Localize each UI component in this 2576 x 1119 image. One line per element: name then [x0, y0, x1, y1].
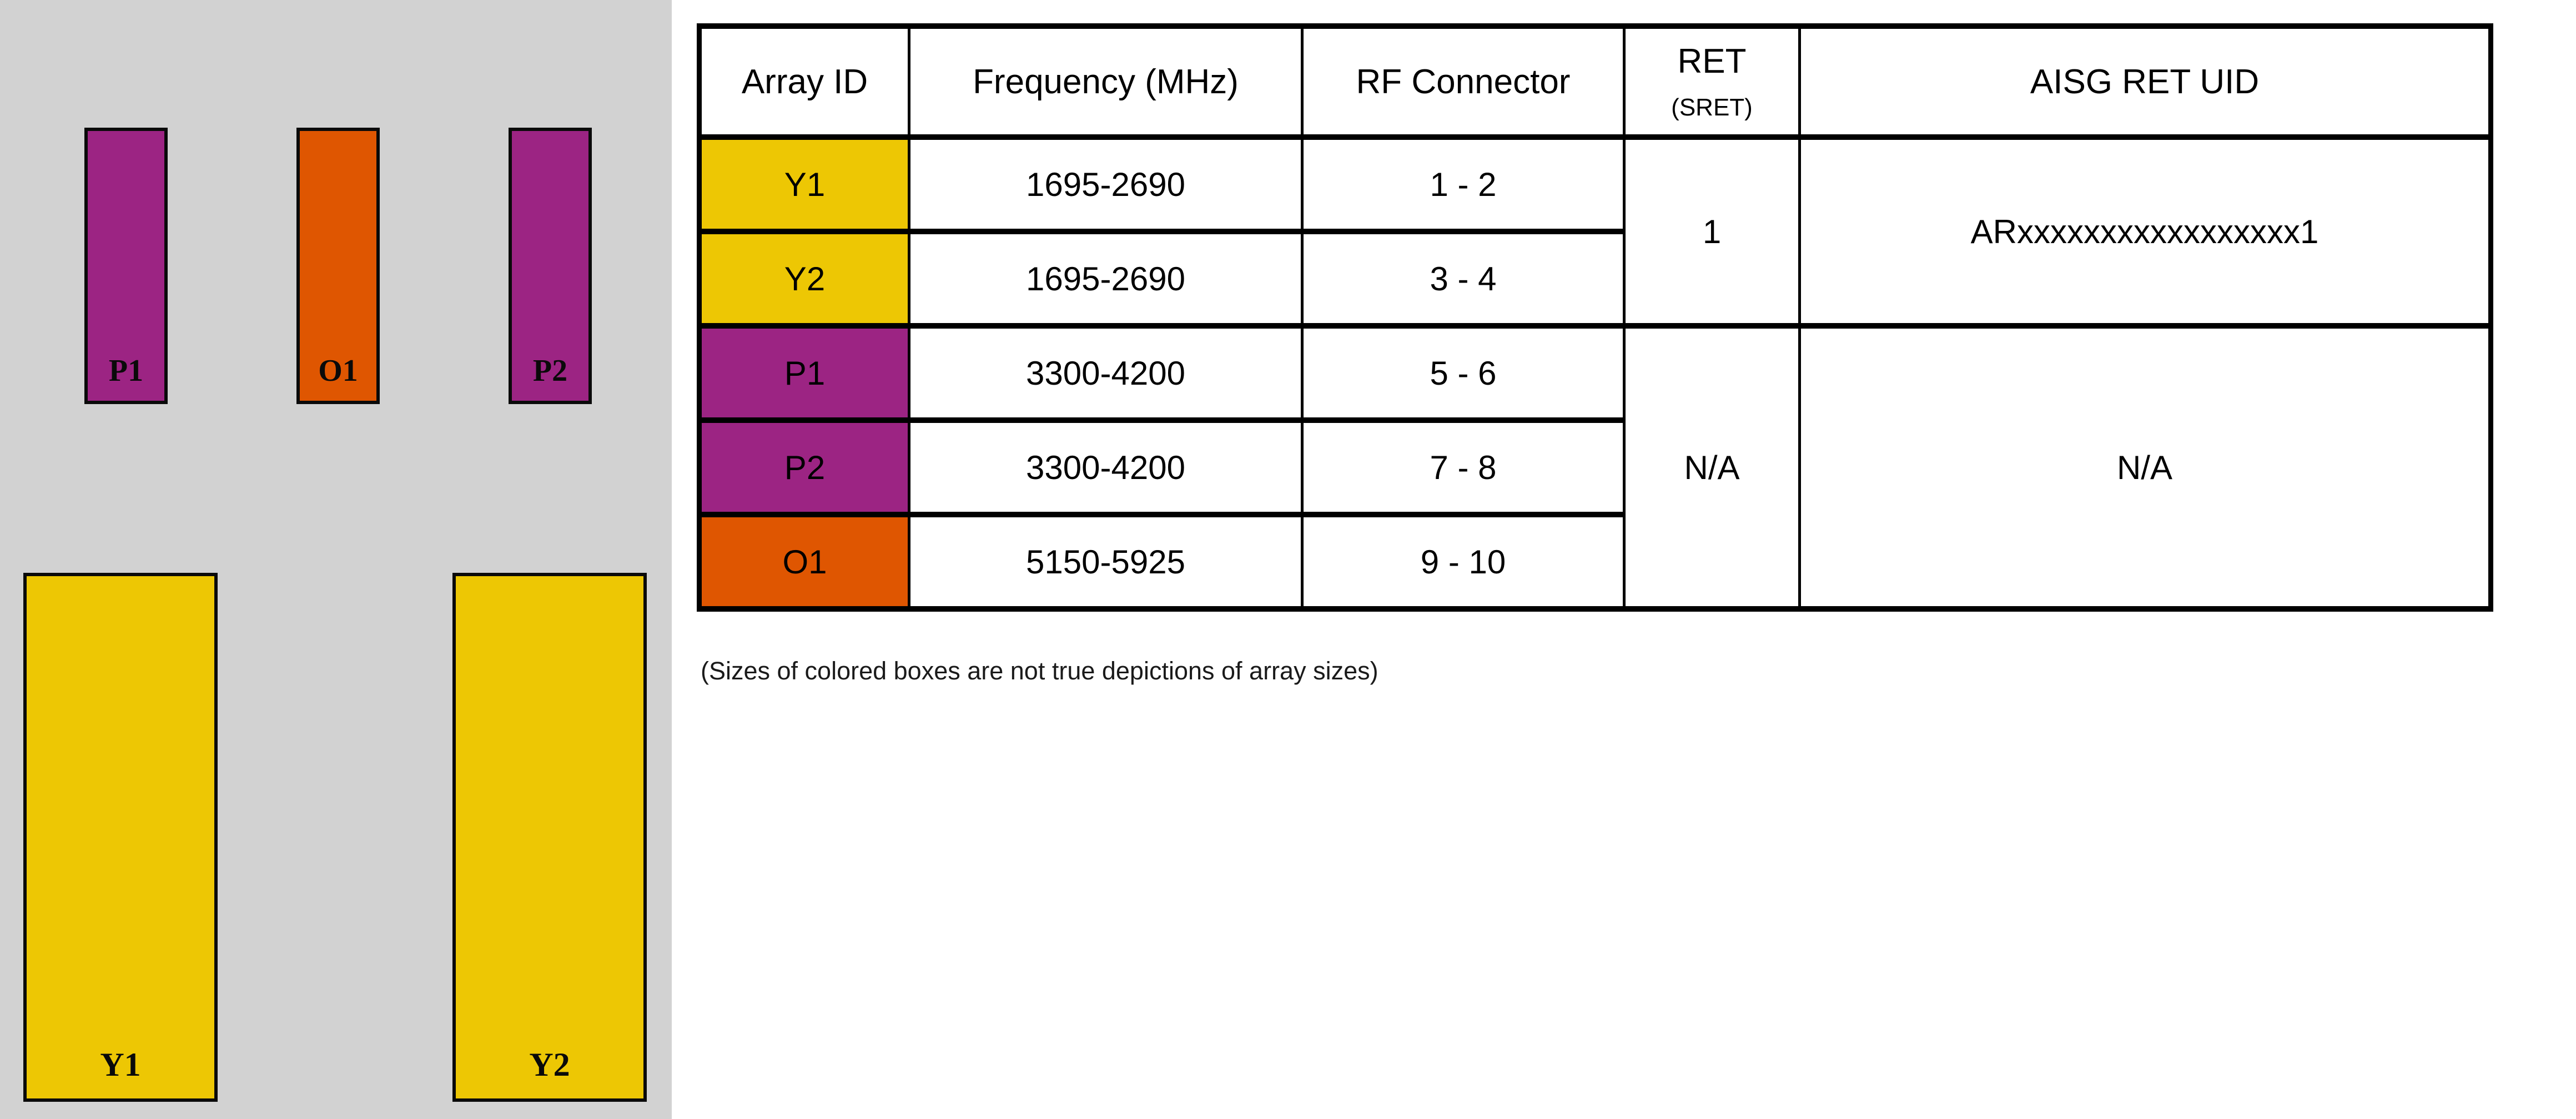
rf-connector-cell-y2: 3 - 4 [1301, 229, 1626, 329]
array-id-cell-y2: Y2 [698, 229, 910, 329]
array-box-p1-label: P1 [108, 354, 144, 388]
aisg-ret-uid-cell-group-2: N/A [1798, 323, 2492, 612]
table-row-p2: P2 3300-4200 7 - 8 [698, 417, 2491, 517]
rf-connector-cell-y1: 1 - 2 [1301, 134, 1626, 234]
frequency-cell-p1: 3300-4200 [908, 323, 1304, 423]
frequency-cell-o1: 5150-5925 [908, 512, 1304, 612]
array-spec-table: Array ID Frequency (MHz) RF Connector RE… [697, 23, 2493, 612]
array-id-cell-o1: O1 [698, 512, 910, 612]
array-box-p2-label: P2 [532, 354, 568, 388]
array-box-p1: P1 [84, 128, 168, 404]
rf-connector-cell-o1: 9 - 10 [1301, 512, 1626, 612]
array-box-p2: P2 [509, 128, 592, 404]
table-row-y1: Y1 1695-2690 1 - 2 1 ARxxxxxxxxxxxxxxxxx… [698, 134, 2492, 329]
rf-connector-cell-p2: 7 - 8 [1301, 417, 1626, 517]
array-sizes-note: (Sizes of colored boxes are not true dep… [701, 657, 1378, 685]
ret-cell-group-2: N/A [1623, 323, 1801, 612]
array-id-cell-p2: P2 [698, 417, 910, 517]
array-box-y1: Y1 [23, 573, 218, 1102]
table-row-p1: P1 3300-4200 5 - 6 N/A N/A [698, 323, 2492, 612]
array-id-cell-y1: Y1 [698, 134, 910, 234]
col-header-ret: RET (SRET) [1623, 23, 1801, 140]
ret-header-main: RET [1677, 42, 1747, 80]
table-row-y2: Y2 1695-2690 3 - 4 [698, 229, 2491, 329]
table-header-row: Array ID Frequency (MHz) RF Connector RE… [698, 23, 2492, 140]
frequency-cell-y2: 1695-2690 [908, 229, 1304, 329]
frequency-cell-p2: 3300-4200 [908, 417, 1304, 517]
rf-connector-cell-p1: 5 - 6 [1301, 323, 1626, 423]
antenna-array-layout-panel: P1 O1 P2 Y1 Y2 [0, 0, 672, 1119]
aisg-ret-uid-cell-group-1: ARxxxxxxxxxxxxxxxxx1 [1798, 134, 2492, 329]
col-header-frequency: Frequency (MHz) [908, 23, 1304, 140]
array-id-cell-p1: P1 [698, 323, 910, 423]
ret-header-sub: (SRET) [1671, 94, 1753, 121]
array-box-o1: O1 [296, 128, 380, 404]
array-box-y2-label: Y2 [529, 1046, 570, 1083]
array-box-y2: Y2 [452, 573, 647, 1102]
array-box-o1-label: O1 [318, 354, 358, 388]
frequency-cell-y1: 1695-2690 [908, 134, 1304, 234]
col-header-array-id: Array ID [698, 23, 910, 140]
array-box-y1-label: Y1 [100, 1046, 141, 1083]
col-header-aisg-ret-uid: AISG RET UID [1798, 23, 2492, 140]
ret-cell-group-1: 1 [1623, 134, 1801, 329]
table-row-o1: O1 5150-5925 9 - 10 [698, 512, 2491, 612]
col-header-rf-connector: RF Connector [1301, 23, 1626, 140]
